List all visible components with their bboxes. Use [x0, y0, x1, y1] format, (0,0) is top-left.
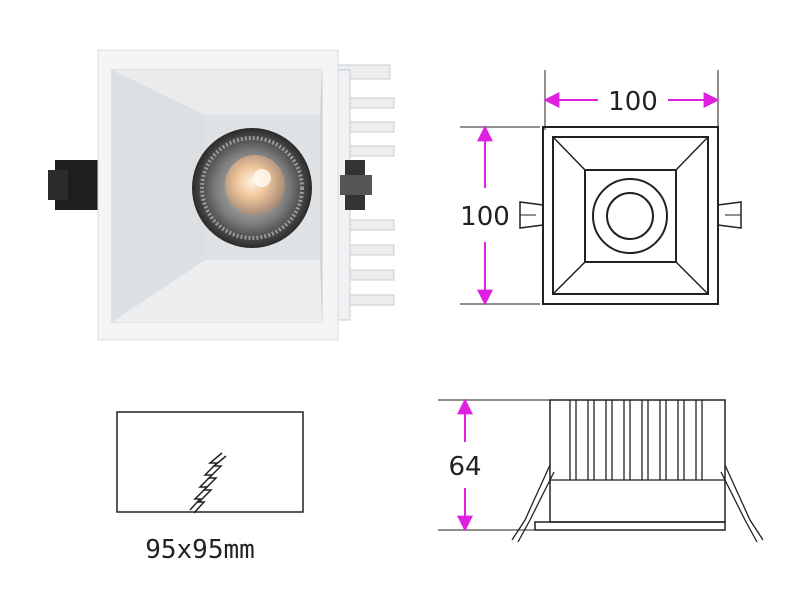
side-view-drawing: 64	[430, 380, 770, 550]
product-photo	[40, 40, 400, 350]
side-height-label: 64	[448, 452, 481, 482]
cutout-drawing: 95x95mm	[100, 395, 320, 595]
saw-cut-icon	[189, 452, 227, 514]
front-view-drawing: 100 100	[440, 70, 760, 320]
front-height-label: 100	[460, 202, 510, 232]
cutout-size-label: 95x95mm	[145, 535, 255, 565]
front-width-label: 100	[608, 87, 658, 117]
